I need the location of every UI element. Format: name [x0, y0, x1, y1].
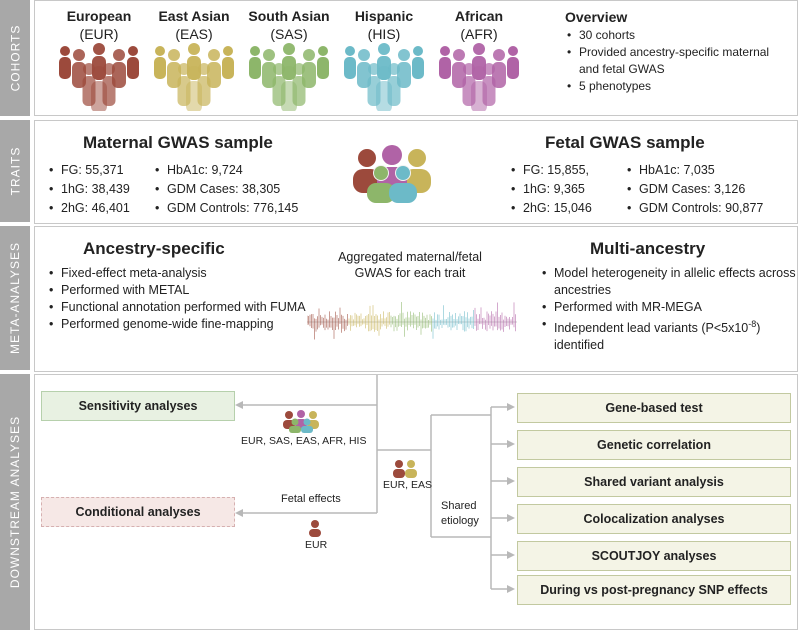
aggregated-text: Aggregated maternal/fetal GWAS for each …	[338, 250, 482, 280]
manhattan-plot	[307, 302, 517, 340]
traits-panel: Maternal GWAS sample FG: 55,371 1hG: 38,…	[34, 120, 798, 224]
ancestry-item: Functional annotation performed with FUM…	[49, 299, 306, 316]
multi-item: Model heterogeneity in allelic effects a…	[542, 265, 800, 299]
cohort-name: East Asian	[158, 8, 230, 24]
analysis-box: Gene-based test	[517, 393, 791, 423]
analysis-box: Genetic correlation	[517, 430, 791, 460]
cohort-name: South Asian	[248, 8, 330, 24]
tab-downstream-label: DOWNSTREAM ANALYSES	[8, 415, 23, 589]
overview-item: Provided ancestry-specific maternal and …	[567, 44, 790, 78]
fetal-item: FG: 15,855,	[511, 161, 592, 180]
tab-cohorts-label: COHORTS	[8, 24, 23, 92]
two-people-icon	[393, 460, 417, 478]
cohort-label: African (AFR)	[429, 7, 529, 43]
shared-etiology-label: Shared etiology	[441, 500, 479, 527]
tab-meta-label: META-ANALYSES	[8, 242, 23, 354]
conditional-label: EUR	[305, 539, 328, 551]
tab-downstream: DOWNSTREAM ANALYSES	[0, 374, 30, 630]
sensitivity-box: Sensitivity analyses	[41, 391, 235, 421]
conditional-box: Conditional analyses	[41, 497, 235, 527]
overview: Overview 30 cohorts Provided ancestry-sp…	[565, 9, 790, 95]
ancestry-item: Performed with METAL	[49, 282, 306, 299]
fetal-effects-label: Fetal effects	[281, 493, 341, 505]
people-group-icon	[439, 43, 519, 111]
cohort-name: European	[66, 8, 132, 24]
people-group-icon	[344, 43, 424, 111]
maternal-title: Maternal GWAS sample	[83, 133, 273, 152]
cohort-abbr: (EUR)	[79, 26, 119, 42]
multi-item-text: Independent lead variants (P<5x10	[554, 321, 749, 336]
center-label: EUR, EAS	[383, 479, 433, 491]
maternal-item: 2hG: 46,401	[49, 199, 130, 218]
flow-lines	[235, 375, 515, 593]
maternal-item: HbA1c: 9,724	[155, 161, 298, 180]
analysis-box: Colocalization analyses	[517, 504, 791, 534]
meta-panel: Ancestry-specific Fixed-effect meta-anal…	[34, 226, 798, 372]
cohort-abbr: (SAS)	[270, 26, 308, 42]
maternal-item: FG: 55,371	[49, 161, 130, 180]
fetal-item: GDM Cases: 3,126	[627, 180, 763, 199]
fetal-item: HbA1c: 7,035	[627, 161, 763, 180]
downstream-panel: Sensitivity analyses EUR, SAS, EAS, AFR,…	[34, 374, 798, 630]
cohort-abbr: (EAS)	[175, 26, 213, 42]
multi-item: Performed with MR-MEGA	[542, 299, 800, 316]
analysis-box: Shared variant analysis	[517, 467, 791, 497]
analysis-box: During vs post-pregnancy SNP effects	[517, 575, 791, 605]
fetal-item: 1hG: 9,365	[511, 180, 592, 199]
fetal-title: Fetal GWAS sample	[545, 133, 705, 152]
ancestry-item: Performed genome-wide fine-mapping	[49, 316, 306, 333]
ancestry-title: Ancestry-specific	[83, 239, 225, 258]
multi-people-icon	[283, 410, 319, 433]
cohort-abbr: (HIS)	[367, 26, 401, 42]
tab-meta-analyses: META-ANALYSES	[0, 226, 30, 370]
ancestry-item: Fixed-effect meta-analysis	[49, 265, 306, 282]
cohort-name: Hispanic	[354, 8, 414, 24]
multi-item-exp: -8	[748, 319, 757, 329]
tab-traits: TRAITS	[0, 120, 30, 222]
family-icon	[353, 145, 431, 203]
multi-item-text: ) identified	[554, 321, 761, 353]
cohorts-panel: European (EUR) East Asian (EAS) South Asian (…	[34, 0, 798, 116]
person-icon	[309, 520, 321, 537]
maternal-item: GDM Controls: 776,145	[155, 199, 298, 218]
tab-cohorts: COHORTS	[0, 0, 30, 116]
cohort-name: African	[454, 8, 504, 24]
people-group-icon	[154, 43, 234, 111]
cohort-abbr: (AFR)	[460, 26, 498, 42]
overview-title: Overview	[565, 9, 628, 25]
cohort-label: European (EUR)	[49, 7, 149, 43]
multi-title: Multi-ancestry	[590, 239, 706, 258]
maternal-item: GDM Cases: 38,305	[155, 180, 298, 199]
overview-item: 5 phenotypes	[567, 78, 790, 95]
people-group-icon	[59, 43, 139, 111]
fetal-item: GDM Controls: 90,877	[627, 199, 763, 218]
people-group-icon	[249, 43, 329, 111]
tab-traits-label: TRAITS	[8, 146, 23, 196]
sensitivity-label: EUR, SAS, EAS, AFR, HIS	[241, 435, 367, 447]
cohort-label: East Asian (EAS)	[144, 7, 244, 43]
cohort-label: Hispanic (HIS)	[334, 7, 434, 43]
cohort-label: South Asian (SAS)	[239, 7, 339, 43]
maternal-item: 1hG: 38,439	[49, 180, 130, 199]
overview-item: 30 cohorts	[567, 27, 790, 44]
analysis-box: SCOUTJOY analyses	[517, 541, 791, 571]
fetal-item: 2hG: 15,046	[511, 199, 592, 218]
multi-item: Independent lead variants (P<5x10-8) ide…	[542, 316, 800, 354]
